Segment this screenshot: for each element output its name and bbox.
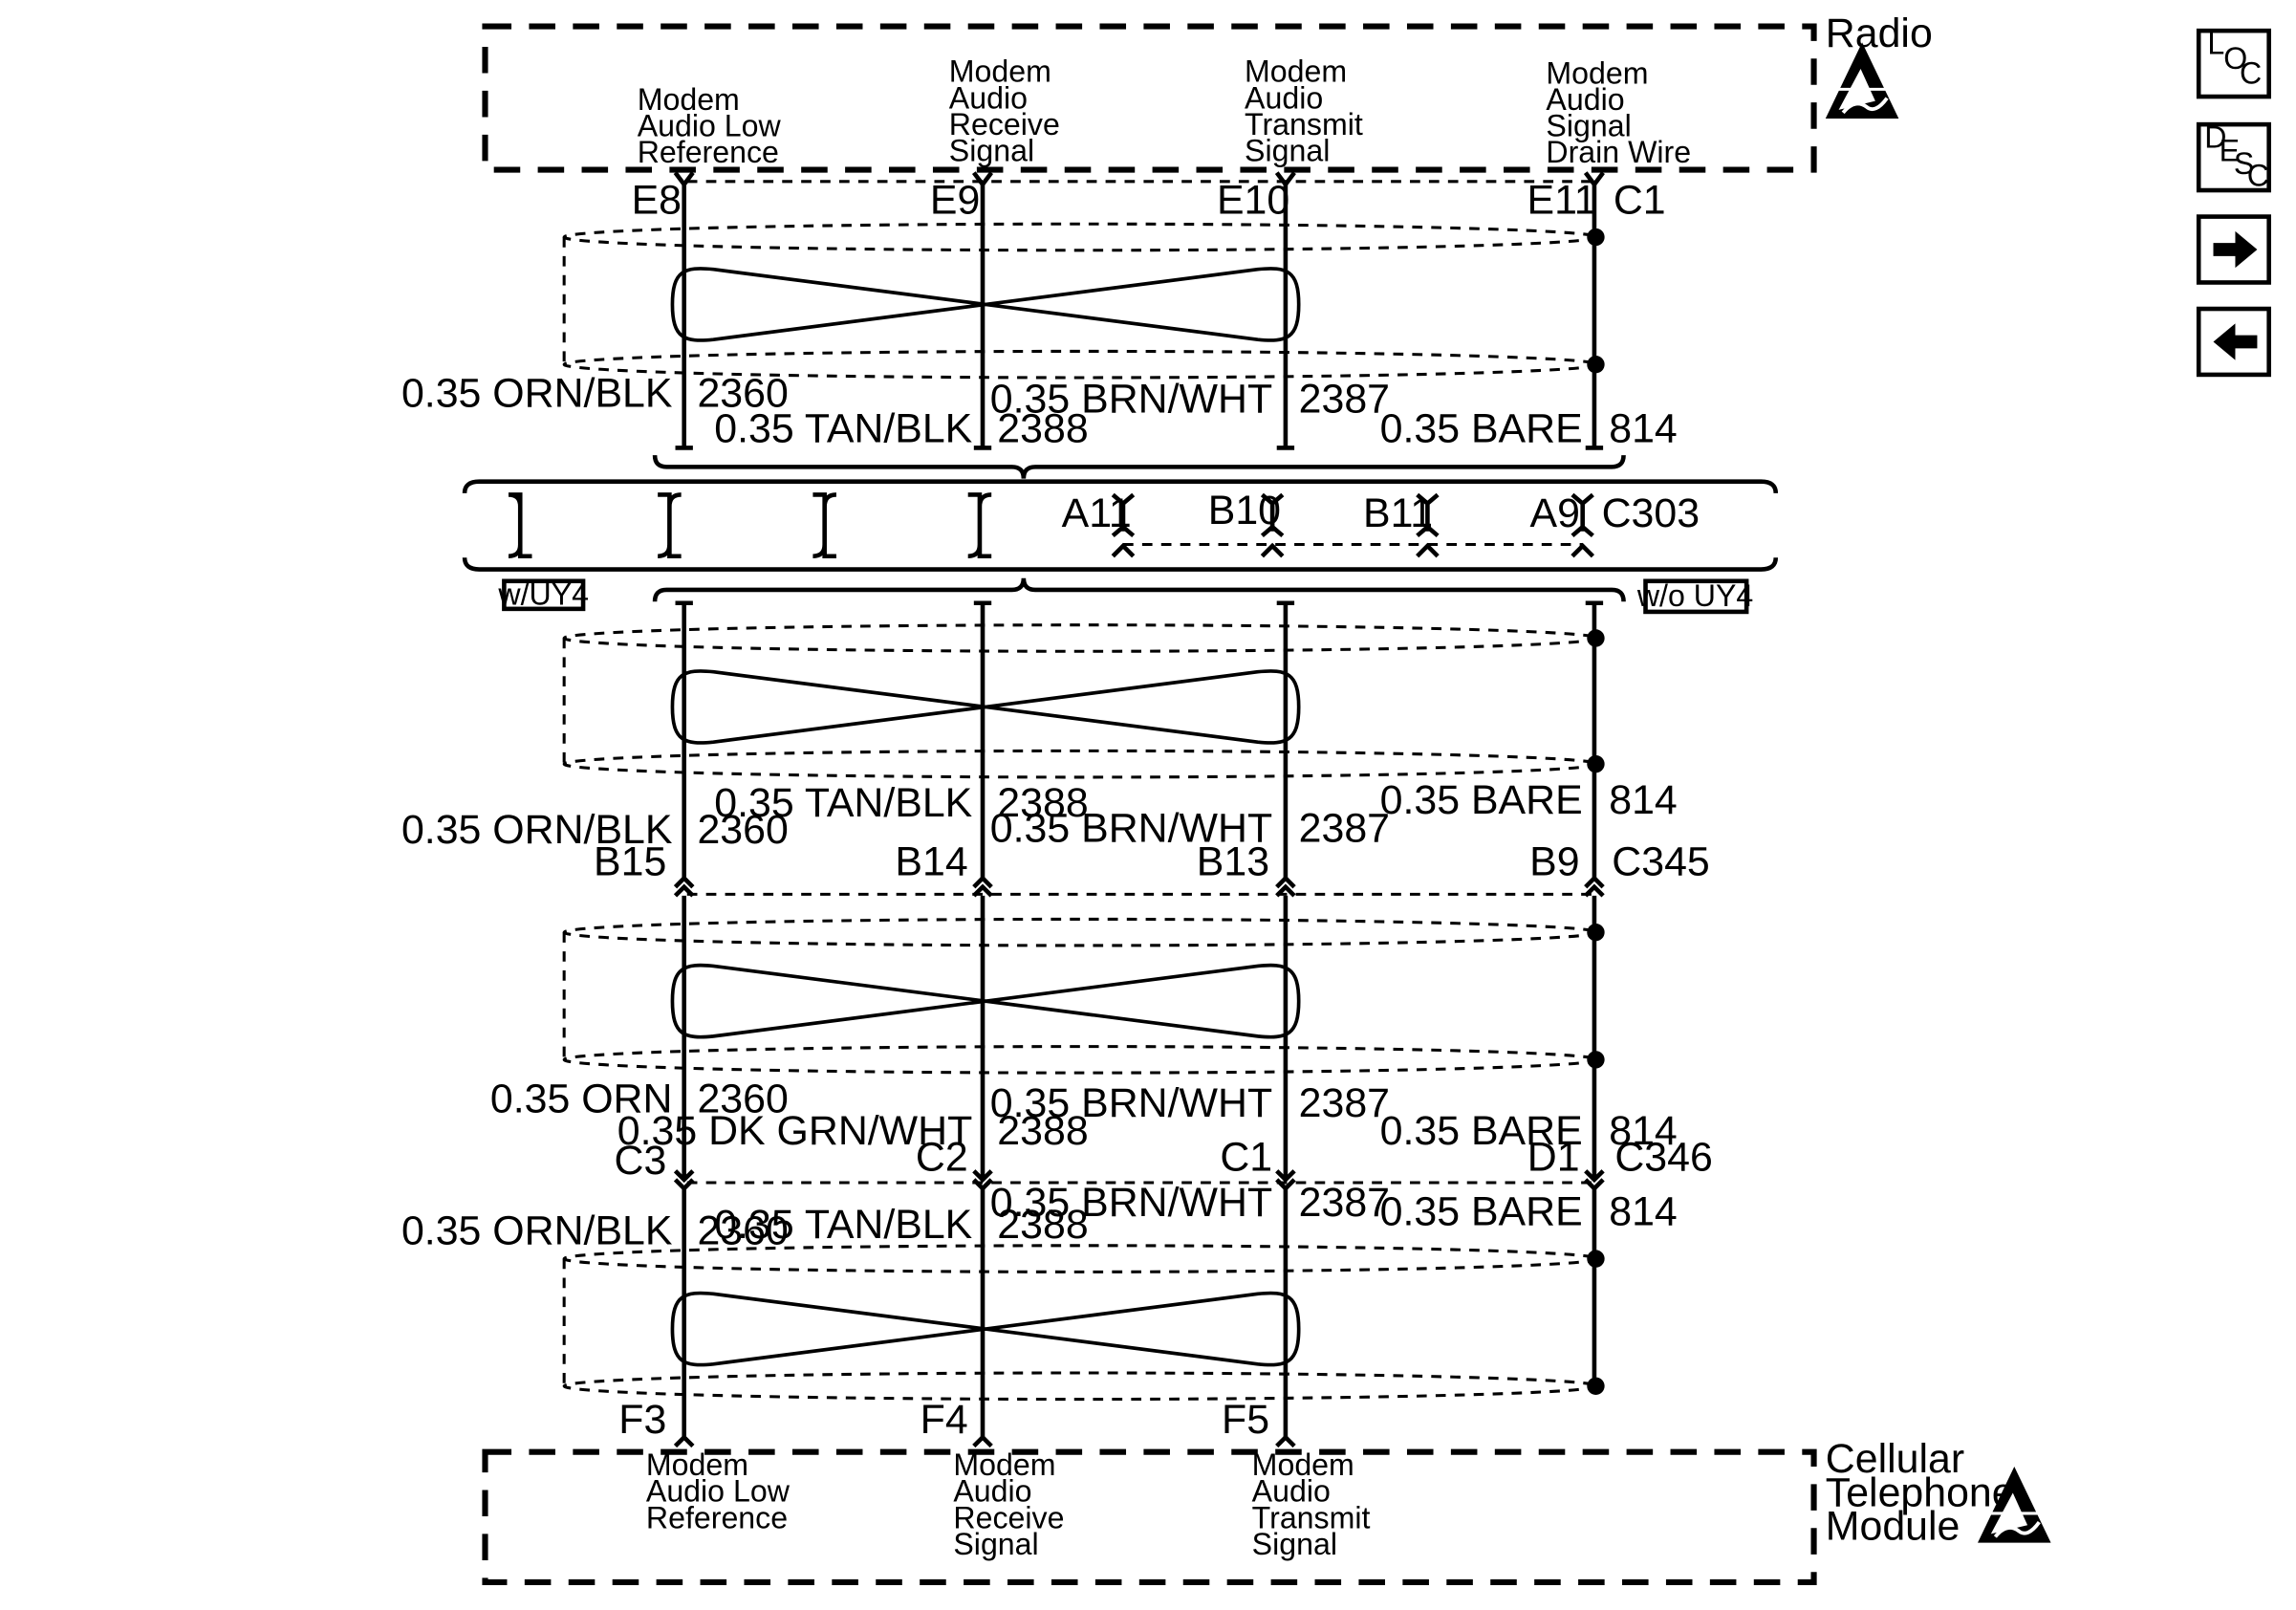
wire-gauge-color: 0.35 TAN/BLK (714, 405, 972, 451)
twisted-shielded-pair-section (562, 917, 1605, 1075)
radio-component-box (482, 23, 1817, 173)
wire-gauge-color: 0.35 BARE (1380, 777, 1583, 823)
pin-label: B11 (1363, 490, 1433, 536)
pin-label: F5 (1222, 1397, 1269, 1443)
twisted-shielded-pair-section (562, 623, 1605, 779)
svg-text:O: O (2223, 41, 2247, 76)
wire-gauge-color: 0.35 ORN/BLK (401, 371, 673, 417)
option-label-box (502, 578, 586, 612)
circuit-number: 2387 (1299, 805, 1390, 851)
circuit-number: 814 (1609, 405, 1678, 451)
desc-button[interactable]: D E S C (2196, 120, 2271, 193)
ctm-function-label: Modem Audio Low Reference (646, 1447, 798, 1534)
option-without-uy4: w/o UY4 (1636, 578, 1753, 613)
ctm-function-label: Modem Audio Transmit Signal (1252, 1447, 1379, 1561)
radio-function-label: Modem Audio Receive Signal (949, 54, 1069, 168)
twisted-shielded-pair-section (562, 1244, 1605, 1402)
pin-label: E11 (1527, 178, 1597, 224)
wire-gauge-color: 0.35 ORN/BLK (401, 1208, 673, 1253)
wire-gauge-color: 0.35 ORN (490, 1076, 673, 1121)
c345-terminals (673, 875, 1605, 898)
pin-label: B10 (1208, 488, 1281, 533)
wire-gauge-color: 0.35 BRN/WHT (990, 377, 1272, 423)
cellular-telephone-module-box (482, 1448, 1817, 1585)
pin-label: E9 (930, 178, 980, 224)
previous-page-button[interactable] (2196, 306, 2271, 378)
option-group-brace (462, 557, 1779, 572)
circuit-number: 2388 (997, 1202, 1088, 1248)
wire-gauge-color: 0.35 ORN/BLK (401, 807, 673, 853)
next-page-button[interactable] (2196, 214, 2271, 285)
pin-label: B14 (895, 838, 967, 884)
wire-gauge-color: 0.35 DK GRN/WHT (617, 1108, 973, 1154)
pin-label: A11 (1062, 490, 1132, 536)
radio-function-label: Modem Audio Signal Drain Wire (1546, 55, 1691, 169)
pin-label: C3 (615, 1138, 667, 1184)
inline-splice-uy4 (508, 492, 992, 559)
svg-text:C: C (2240, 55, 2262, 90)
option-split-brace (652, 454, 1626, 479)
svg-text:C: C (2247, 158, 2269, 192)
circuit-number: 2360 (697, 371, 788, 417)
wire-gauge-color: 0.35 BARE (1380, 405, 1583, 451)
circuit-number: 2360 (697, 807, 788, 853)
pin-label: F3 (618, 1397, 666, 1443)
pin-label: B15 (594, 838, 666, 884)
ctm-terminals (673, 1434, 1296, 1448)
pin-label: E10 (1217, 178, 1289, 224)
wire-gauge-color: 0.35 BRN/WHT (990, 1180, 1272, 1226)
svg-text:D: D (2204, 120, 2226, 155)
wire-gauge-color: 0.35 BRN/WHT (990, 1080, 1272, 1126)
circuit-number: 814 (1609, 1108, 1678, 1154)
wire-gauge-color: 0.35 BARE (1380, 1108, 1583, 1154)
pin-label: C2 (916, 1135, 968, 1181)
connector-id-c346: C346 (1614, 1135, 1712, 1181)
pin-label: B13 (1197, 838, 1269, 884)
circuit-number: 2387 (1299, 377, 1390, 423)
connector-id-c1: C1 (1614, 178, 1666, 224)
circuit-number: 2360 (697, 1076, 788, 1121)
svg-text:L: L (2207, 27, 2224, 61)
cellular-telephone-module-name: Cellular Telephone Module (1826, 1436, 2026, 1549)
radio-function-label: Modem Audio Low Reference (638, 82, 790, 169)
circuit-number: 814 (1609, 1188, 1678, 1234)
circuit-number: 2387 (1299, 1180, 1390, 1226)
circuit-number: 2387 (1299, 1080, 1390, 1126)
c303-terminals (1111, 492, 1595, 558)
option-label-box (1643, 578, 1749, 615)
pin-label: F4 (921, 1397, 968, 1443)
svg-text:S: S (2234, 146, 2254, 181)
option-group-brace (462, 479, 1779, 494)
radio-function-label: Modem Audio Transmit Signal (1245, 54, 1372, 168)
circuit-number: 2388 (997, 1108, 1088, 1154)
circuit-number: 814 (1609, 777, 1678, 823)
pin-label: E8 (632, 178, 682, 224)
option-split-brace (652, 577, 1626, 602)
circuit-number: 2388 (997, 780, 1088, 826)
wire-gauge-color: 0.35 BARE (1380, 1188, 1583, 1234)
radio-component-name: Radio (1826, 11, 1933, 56)
loc-button[interactable]: L O C (2196, 27, 2271, 99)
wire-gauge-color: 0.35 TAN/BLK (714, 780, 972, 826)
ctm-function-label: Modem Audio Receive Signal (953, 1447, 1072, 1561)
connector-id-c303: C303 (1602, 490, 1700, 536)
circuit-number: 2360 (697, 1208, 788, 1253)
wire-gauge-color: 0.35 BRN/WHT (990, 805, 1272, 851)
option-with-uy4: w/UY4 (497, 577, 589, 611)
svg-text:E: E (2220, 133, 2240, 167)
connector-id-c345: C345 (1612, 838, 1709, 884)
pin-label: B9 (1529, 838, 1579, 884)
twisted-shielded-pair-section (562, 222, 1605, 380)
wire-gauge-color: 0.35 TAN/BLK (714, 1202, 972, 1248)
circuit-number: 2388 (997, 405, 1088, 451)
pin-label: A9 (1530, 490, 1580, 536)
pin-label: D1 (1527, 1135, 1580, 1181)
pin-label: C1 (1220, 1135, 1272, 1181)
